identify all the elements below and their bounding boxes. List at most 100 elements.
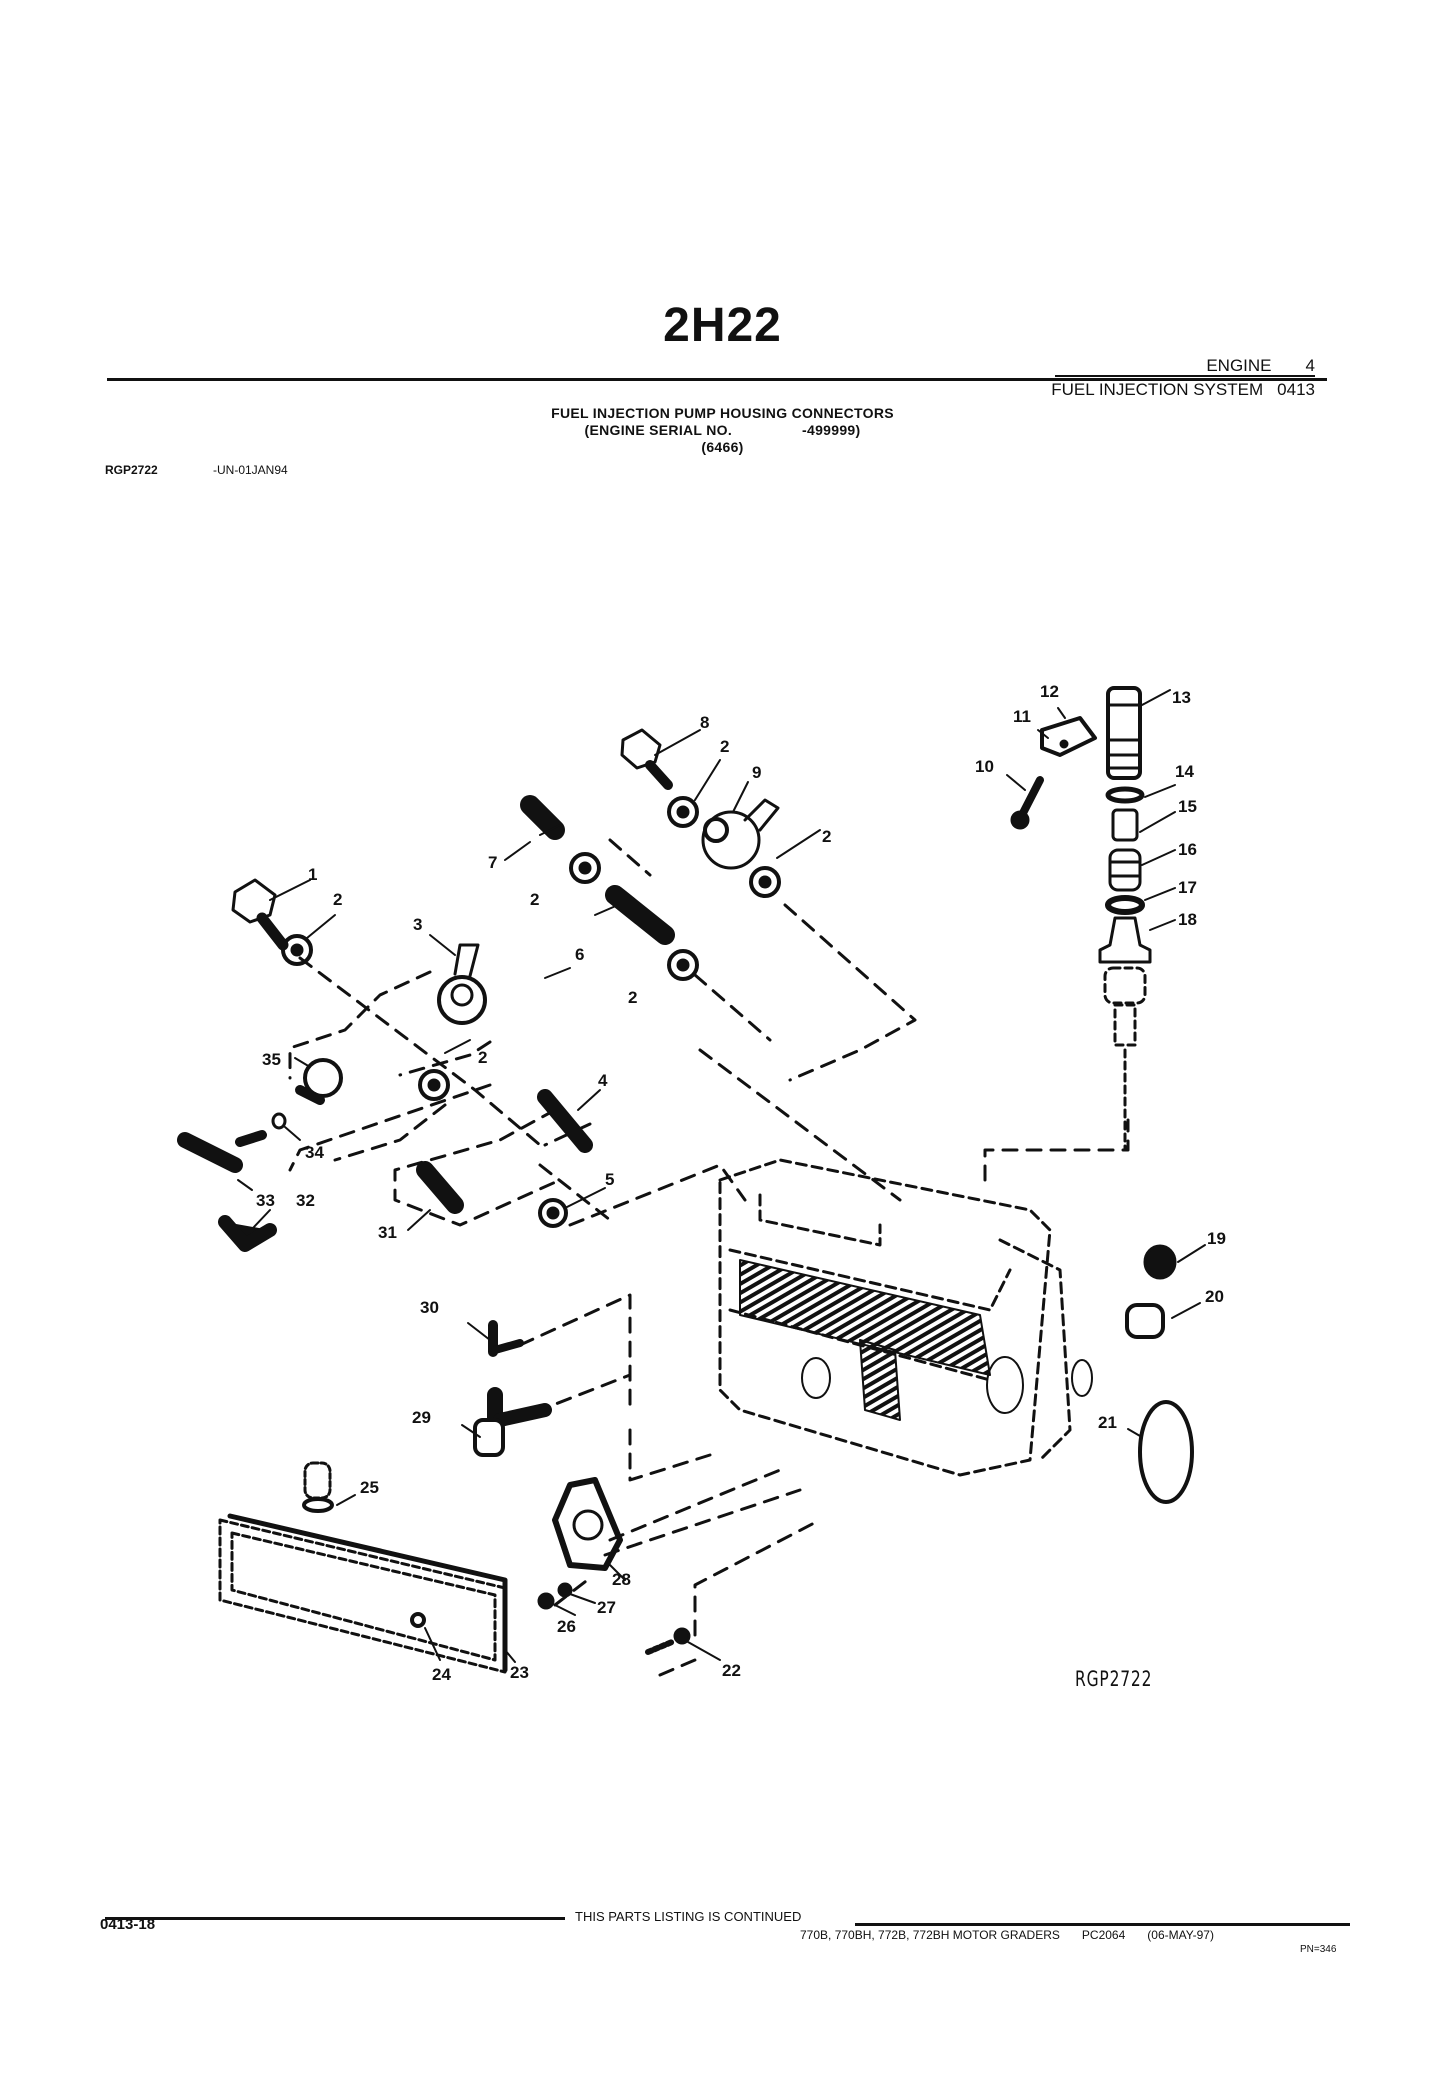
part-10-screw [1010,776,1044,830]
callout-34: 34 [305,1143,324,1162]
part-29-elbow [473,1387,552,1457]
part-18-valve-seat [1098,916,1152,964]
header-rule [107,378,1327,381]
callout-21: 21 [1098,1413,1117,1432]
callout-13: 13 [1172,688,1191,707]
footer-models: 770B, 770BH, 772B, 772BH MOTOR GRADERS [800,1928,1060,1942]
part-3-banjo-fitting [437,943,487,1025]
page-code: 2H22 [663,299,782,352]
callout-18: 18 [1178,910,1197,929]
part-34-o-ring [271,1112,287,1130]
part-21-o-ring [1138,1400,1194,1504]
callout-12: 12 [1040,682,1059,701]
part-23-cover [218,1518,507,1674]
title-line-2: (ENGINE SERIAL NO. -499999) [0,422,1445,439]
callout-11: 11 [1013,707,1031,726]
part-33-fitting [177,1130,267,1173]
section-group-number: 4 [1305,356,1315,375]
part-8-bolt [620,728,673,790]
callout-2c: 2 [822,827,831,846]
callout-10: 10 [975,757,994,776]
callout-2e: 2 [628,988,637,1007]
part-9-banjo-fitting [701,798,780,870]
callout-25: 25 [360,1478,379,1497]
title-line-3: (6466) [701,439,744,455]
part-11-12-clamp [1040,716,1097,757]
callout-32: 32 [296,1191,315,1210]
date-code: -UN-01JAN94 [213,463,288,477]
callout-8: 8 [700,713,709,732]
callout-9: 9 [752,763,761,782]
callout-2a: 2 [333,890,342,909]
callout-2f: 2 [478,1048,487,1067]
part-20-plug [1125,1303,1165,1339]
callout-23: 23 [510,1663,529,1682]
section-group-label: ENGINE [1206,356,1272,375]
part-25-seal [302,1497,334,1513]
callout-5: 5 [605,1170,614,1189]
callout-17: 17 [1178,878,1197,897]
part-19-plug [1143,1244,1177,1280]
callout-15: 15 [1178,797,1197,816]
callout-33: 33 [256,1191,275,1210]
callout-7: 7 [488,853,497,872]
part-26-27-washers [537,1582,573,1610]
illustration-id: RGP2722 [105,463,158,477]
title-line-1: FUEL INJECTION PUMP HOUSING CONNECTORS [551,405,894,421]
part-4-fitting [537,1089,593,1153]
part-30-elbow [488,1320,524,1357]
part-31-fitting [416,1161,464,1214]
callout-35: 35 [262,1050,281,1069]
pump-housing-detail [739,1259,1093,1421]
part-24-washer [410,1612,426,1628]
callout-4: 4 [598,1071,608,1090]
footer-models-line: 770B, 770BH, 772B, 772BH MOTOR GRADERS PC… [800,1928,1214,1942]
callout-14: 14 [1175,762,1194,781]
footer-rule-left [105,1917,565,1920]
section-subgroup-label: FUEL INJECTION SYSTEM [1051,380,1264,399]
callout-1: 1 [308,865,317,884]
footer-page-number: 0413-18 [100,1916,156,1933]
exploded-parts-diagram: 1 2 3 4 5 6 7 8 9 10 11 12 13 14 15 16 1… [177,682,1226,1684]
callout-31: 31 [378,1223,397,1242]
cover-edge [227,1513,508,1673]
section-subgroup: FUEL INJECTION SYSTEM 0413 [1051,380,1315,400]
part-25-plug [303,1461,332,1500]
callout-leaders [237,689,1206,1663]
footer-catalog: PC2064 [1081,1928,1126,1942]
footer-rule-right [855,1923,1350,1926]
section-rule [1055,375,1315,377]
callout-3: 3 [413,915,422,934]
section-subgroup-number: 0413 [1277,380,1315,399]
part-6-connector [605,885,675,945]
part-28-gasket [552,1477,623,1571]
part-15-valve [1111,808,1139,842]
callout-28: 28 [612,1570,631,1589]
part-14-seal [1105,786,1145,804]
serial-prefix: (ENGINE SERIAL NO. [584,422,733,438]
part-2-washers [281,796,781,1101]
footer-continued: THIS PARTS LISTING IS CONTINUED [575,1909,802,1924]
title-block: FUEL INJECTION PUMP HOUSING CONNECTORS (… [0,405,1445,456]
footer-date: (06-MAY-97) [1147,1928,1214,1942]
part-7-fitting [520,795,565,840]
callout-24: 24 [432,1665,451,1684]
footer-pn: PN=346 [1300,1944,1337,1955]
assembly-dash-lines [288,838,1130,1677]
callout-27: 27 [597,1598,616,1617]
callout-labels: 1 2 3 4 5 6 7 8 9 10 11 12 13 14 15 16 1… [256,682,1226,1684]
callout-29: 29 [412,1408,431,1427]
callout-2b: 2 [720,737,729,756]
callout-26: 26 [557,1617,576,1636]
part-22-washer-bolt [645,1627,691,1655]
part-16-spring [1108,848,1142,892]
part-32-elbow [218,1215,277,1252]
callout-20: 20 [1205,1287,1224,1306]
serial-suffix: -499999) [802,422,861,438]
callout-6: 6 [575,945,584,964]
part-35-banjo [295,1058,343,1105]
callout-30: 30 [420,1298,439,1317]
part-1-bolt [231,878,289,951]
part-17-washer [1105,895,1145,915]
injector-barrel [1103,966,1147,1152]
